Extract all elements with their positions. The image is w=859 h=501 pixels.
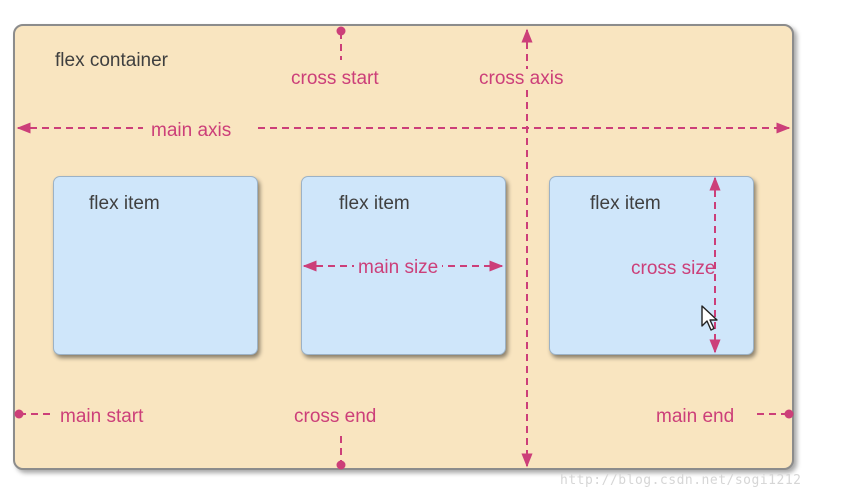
cross-start-label: cross start (287, 69, 383, 88)
watermark: http://blog.csdn.net/sogi1212 (560, 473, 802, 488)
cross-end-label: cross end (290, 407, 381, 426)
main-size-label: main size (354, 258, 443, 277)
main-end-label: main end (656, 406, 735, 427)
mouse-cursor-icon (701, 305, 718, 331)
cross-axis-label: cross axis (475, 69, 568, 88)
container-label: flex container (55, 50, 169, 71)
main-start-label: main start (60, 406, 144, 427)
flex-item-1 (53, 176, 258, 355)
flex-item-2-label: flex item (339, 193, 410, 214)
flex-item-1-label: flex item (89, 193, 160, 214)
main-axis-label: main axis (143, 121, 254, 140)
cross-size-label: cross size (631, 258, 716, 279)
flex-item-3-label: flex item (590, 193, 661, 214)
